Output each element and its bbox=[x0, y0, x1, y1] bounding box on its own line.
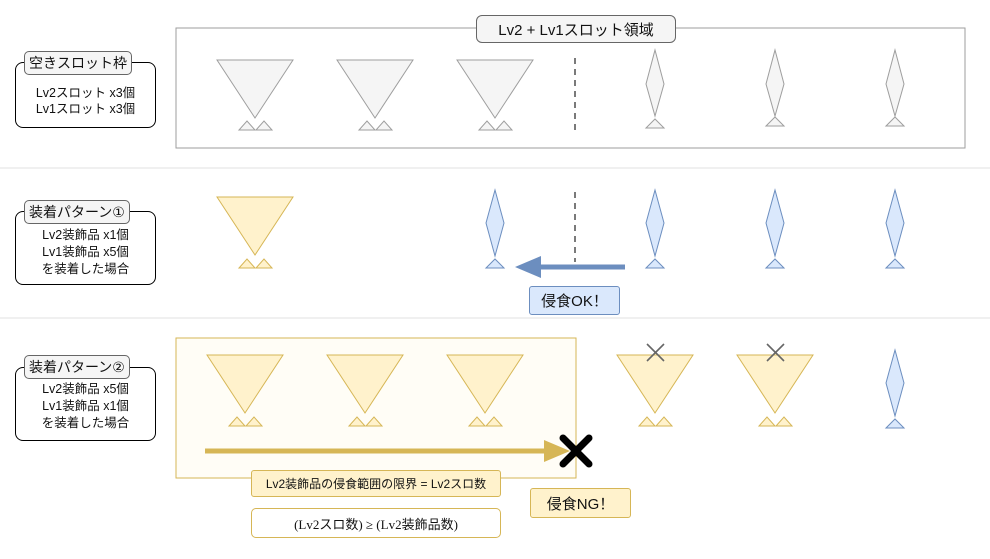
slot-region-box bbox=[175, 27, 966, 149]
legend-title: 装着パターン① bbox=[24, 200, 130, 224]
lv1-decoration bbox=[884, 188, 906, 269]
empty-lv2-slot bbox=[216, 59, 294, 131]
empty-lv1-slot bbox=[884, 48, 906, 127]
legend-line: Lv2スロット x3個 bbox=[35, 86, 136, 100]
limit-note: Lv2装飾品の侵食範囲の限界 = Lv2スロ数 bbox=[251, 470, 501, 497]
formula-box: (Lv2スロ数) ≥ (Lv2装飾品数) bbox=[251, 508, 501, 538]
erosion-limit-arrow bbox=[205, 440, 570, 462]
empty-lv1-slot bbox=[644, 48, 666, 129]
lv2-decoration bbox=[206, 354, 284, 427]
lv2-decoration bbox=[446, 354, 524, 427]
lv1-decoration bbox=[644, 188, 666, 269]
legend-line: Lv2装飾品 x1個 bbox=[42, 228, 129, 242]
lv1-decoration bbox=[884, 348, 906, 429]
lv2-decoration bbox=[216, 196, 294, 269]
legend-box-pattern2 bbox=[15, 367, 156, 441]
legend-line: Lv1スロット x3個 bbox=[35, 102, 136, 116]
small-x-icon bbox=[646, 343, 665, 362]
lv1-decoration bbox=[484, 188, 506, 269]
result-ok-badge: 侵食OK！ bbox=[529, 286, 620, 315]
legend-title: 装着パターン② bbox=[24, 355, 130, 379]
cross-mark-icon bbox=[559, 434, 593, 468]
small-x-icon bbox=[766, 343, 785, 362]
region-label: Lv2 + Lv1スロット領域 bbox=[476, 15, 676, 43]
legend-title: 空きスロット枠 bbox=[24, 51, 132, 75]
lv2-decoration bbox=[326, 354, 404, 427]
empty-lv2-slot bbox=[336, 59, 414, 131]
lv1-decoration bbox=[764, 188, 786, 269]
lv2-decoration-invalid bbox=[616, 354, 694, 427]
legend-line: Lv2装飾品 x5個 bbox=[42, 382, 129, 396]
empty-lv2-slot bbox=[456, 59, 534, 131]
lv2-decoration-invalid bbox=[736, 354, 814, 427]
result-ng-badge: 侵食NG！ bbox=[530, 488, 631, 518]
legend-line: を装着した場合 bbox=[41, 416, 130, 430]
legend-line: Lv1装飾品 x5個 bbox=[42, 245, 129, 259]
legend-line: Lv1装飾品 x1個 bbox=[42, 399, 129, 413]
erosion-arrow bbox=[515, 256, 625, 278]
empty-lv1-slot bbox=[764, 48, 786, 127]
legend-line: を装着した場合 bbox=[41, 262, 130, 276]
